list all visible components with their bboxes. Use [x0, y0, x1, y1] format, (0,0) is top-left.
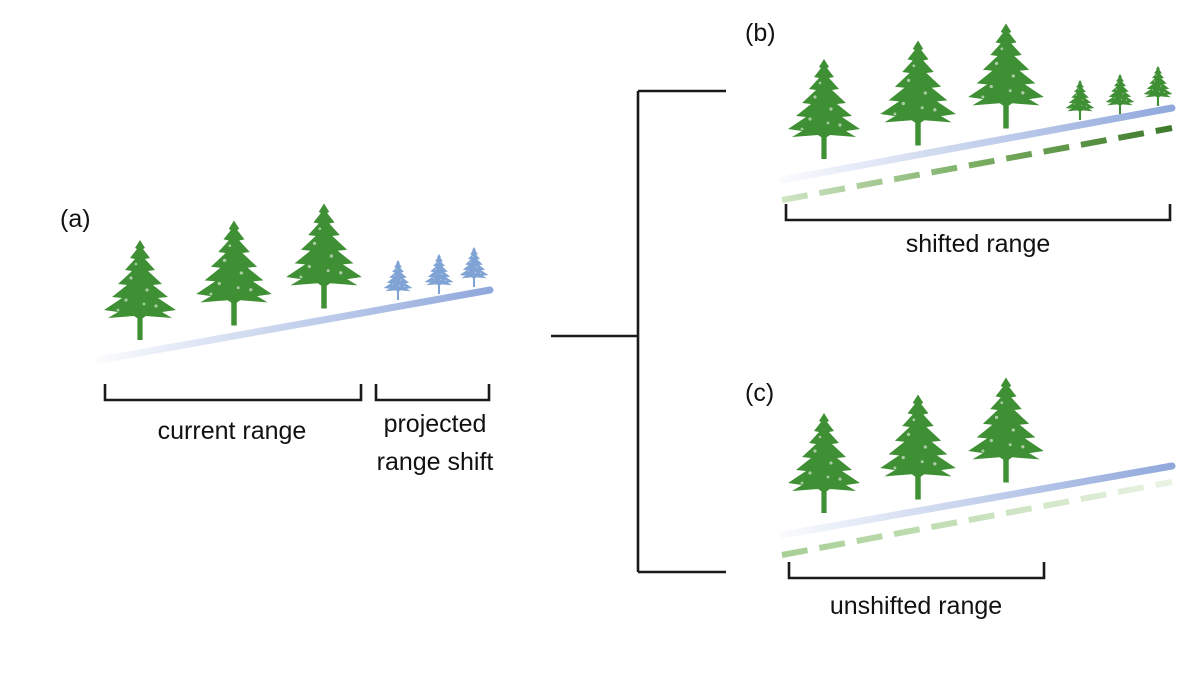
projected-label: projected [384, 410, 487, 438]
unshifted-range-bracket [787, 562, 1046, 580]
pine-seedling-icon [1105, 74, 1135, 114]
range-shift-bracket [374, 384, 491, 402]
shifted-range-bracket [784, 204, 1172, 222]
current-range-label: current range [158, 417, 307, 445]
pine-seedling-icon [1143, 66, 1173, 106]
current-range-bracket [103, 384, 363, 402]
panel-b: (b) shifted range [745, 19, 1176, 258]
branch-connector [551, 89, 726, 574]
panel-b-label: (b) [745, 19, 776, 47]
slope-line-a [96, 286, 494, 364]
pine-seedling-icon [424, 254, 454, 294]
range-shift-label: range shift [377, 448, 494, 476]
pine-seedling-icon [383, 260, 413, 300]
pine-tree-icon [880, 40, 956, 146]
pine-tree-icon [104, 240, 176, 340]
shifted-range-label: shifted range [906, 230, 1051, 258]
slope-line-c [778, 462, 1176, 539]
pine-seedling-icon [1065, 80, 1095, 120]
pine-tree-icon [196, 220, 272, 326]
panel-c-label: (c) [745, 379, 774, 407]
dashed-line-c [781, 479, 1173, 558]
panel-a-label: (a) [60, 205, 91, 233]
pine-tree-icon [788, 59, 860, 159]
pine-tree-icon [968, 23, 1044, 129]
pine-seedling-icon [459, 247, 489, 287]
pine-tree-icon [880, 394, 956, 500]
unshifted-range-label: unshifted range [830, 592, 1002, 620]
panel-c: (c) unshifted range [745, 377, 1176, 620]
panel-a: (a) current range projected range shift [60, 203, 494, 476]
pine-tree-icon [286, 203, 362, 309]
pine-tree-icon [968, 377, 1044, 483]
dashed-line-b [781, 125, 1173, 203]
pine-tree-icon [788, 413, 860, 513]
slope-line-b [778, 104, 1176, 184]
